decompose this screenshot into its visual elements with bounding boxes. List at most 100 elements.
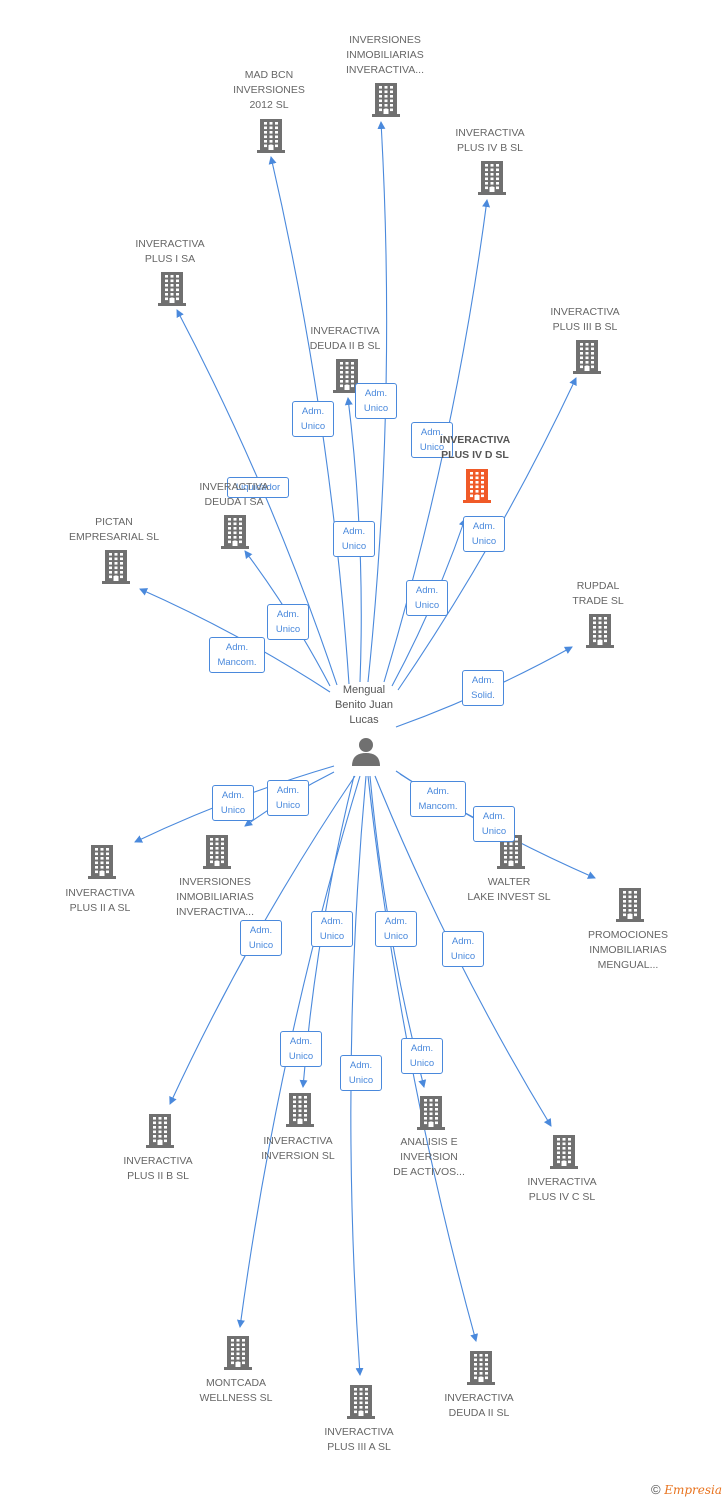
building-icon[interactable] — [221, 515, 249, 549]
building-window — [390, 104, 393, 107]
company-label[interactable]: INVERACTIVA PLUS IV B SL — [455, 127, 525, 154]
company-label[interactable]: PROMOCIONES INMOBILIARIAS MENGUAL... — [588, 929, 668, 971]
building-icon[interactable] — [417, 1096, 445, 1130]
building-window — [221, 856, 224, 859]
company-label[interactable]: INVERACTIVA PLUS IV C SL — [527, 1176, 597, 1203]
building-window — [153, 1117, 156, 1120]
building-window — [479, 1358, 483, 1362]
company-label[interactable]: INVERSIONES INMOBILIARIAS INVERACTIVA... — [176, 876, 254, 918]
building-door — [157, 1140, 163, 1145]
building-icon[interactable] — [478, 161, 506, 195]
company-label[interactable]: INVERSIONES INMOBILIARIAS INVERACTIVA... — [346, 34, 424, 76]
company-label[interactable]: INVERACTIVA PLUS I SA — [135, 238, 205, 265]
building-window — [269, 135, 273, 139]
building-window — [236, 1352, 240, 1356]
person-head — [359, 738, 373, 752]
building-window — [365, 1406, 368, 1409]
building-window — [585, 347, 589, 351]
company-label[interactable]: PICTAN EMPRESARIAL SL — [68, 516, 160, 543]
company-label[interactable]: INVERACTIVA PLUS II B SL — [123, 1155, 193, 1182]
building-window — [242, 1361, 245, 1365]
footer-brand[interactable]: © Empresia — [651, 1482, 722, 1497]
building-window — [604, 617, 607, 620]
building-window — [479, 1354, 483, 1357]
building-window — [293, 1114, 296, 1117]
building-window — [233, 531, 237, 535]
company-label[interactable]: INVERACTIVA DEUDA I SA — [199, 481, 269, 508]
building-window — [298, 1096, 302, 1099]
company-label[interactable]: MONTCADA WELLNESS SL — [199, 1377, 273, 1404]
person-label[interactable]: Mengual Benito Juan Lucas — [334, 684, 394, 726]
company-label[interactable]: INVERACTIVA DEUDA II B SL — [309, 325, 381, 352]
company-label[interactable]: INVERACTIVA PLUS II A SL — [65, 887, 135, 914]
building-window — [95, 866, 98, 869]
building-window — [170, 293, 174, 296]
building-icon[interactable] — [224, 1336, 252, 1370]
building-icon[interactable] — [586, 614, 614, 648]
building-icon[interactable] — [550, 1135, 578, 1169]
building-window — [340, 384, 343, 388]
building-icon[interactable] — [158, 272, 186, 306]
building-icon[interactable] — [257, 119, 285, 153]
building-window — [100, 861, 104, 865]
building-window — [236, 1357, 240, 1360]
building-window — [100, 857, 104, 860]
building-icon[interactable] — [88, 845, 116, 879]
building-window — [345, 366, 349, 370]
building-window — [379, 86, 382, 89]
building-window — [153, 1139, 156, 1143]
building-window — [158, 1126, 162, 1129]
building-window — [242, 1348, 245, 1351]
building-window — [95, 870, 98, 874]
building-window — [120, 571, 123, 574]
building-window — [239, 522, 242, 526]
building-window — [269, 122, 273, 125]
building-window — [269, 126, 273, 130]
building-window — [623, 913, 626, 917]
building-window — [628, 909, 632, 912]
building-window — [479, 1363, 483, 1366]
building-icon[interactable] — [333, 359, 361, 393]
building-window — [239, 540, 242, 544]
building-window — [379, 104, 382, 107]
building-window — [109, 562, 112, 565]
building-door — [214, 861, 220, 866]
building-window — [496, 182, 499, 185]
building-window — [351, 375, 354, 379]
company-label[interactable]: INVERACTIVA DEUDA II SL — [444, 1392, 514, 1419]
building-icon[interactable] — [497, 835, 525, 869]
building-icon[interactable] — [467, 1351, 495, 1385]
company-label[interactable]: INVERACTIVA INVERSION SL — [261, 1135, 335, 1162]
building-window — [114, 557, 118, 561]
building-icon[interactable] — [573, 340, 601, 374]
building-window — [604, 630, 607, 634]
building-icon[interactable] — [146, 1114, 174, 1148]
building-window — [424, 1121, 427, 1125]
building-icon[interactable] — [463, 469, 491, 503]
building-icon[interactable] — [286, 1093, 314, 1127]
building-window — [580, 352, 583, 355]
company-label[interactable]: WALTER LAKE INVEST SL — [467, 876, 551, 903]
relation-badge: Adm. Solid. — [462, 670, 504, 706]
person-icon[interactable] — [352, 738, 380, 766]
building-window — [359, 1392, 363, 1396]
company-label[interactable]: INVERACTIVA PLUS IV D SL — [439, 434, 511, 461]
building-window — [623, 904, 626, 908]
company-label[interactable]: MAD BCN INVERSIONES 2012 SL — [233, 69, 305, 111]
company-label[interactable]: ANALISIS E INVERSION DE ACTIVOS... — [393, 1136, 465, 1178]
building-icon[interactable] — [102, 550, 130, 584]
company-label[interactable]: RUPDAL TRADE SL — [572, 580, 624, 607]
building-icon[interactable] — [203, 835, 231, 869]
building-window — [634, 891, 637, 894]
building-base — [203, 866, 231, 869]
building-icon[interactable] — [372, 83, 400, 117]
company-label[interactable]: INVERACTIVA PLUS III A SL — [324, 1426, 394, 1453]
building-window — [474, 1363, 477, 1366]
building-window — [568, 1142, 571, 1146]
relation-badge: Adm. Unico — [411, 422, 453, 458]
building-icon[interactable] — [616, 888, 644, 922]
building-window — [233, 536, 237, 539]
building-icon[interactable] — [347, 1385, 375, 1419]
company-label[interactable]: INVERACTIVA PLUS III B SL — [550, 306, 620, 333]
building-window — [474, 1358, 477, 1362]
